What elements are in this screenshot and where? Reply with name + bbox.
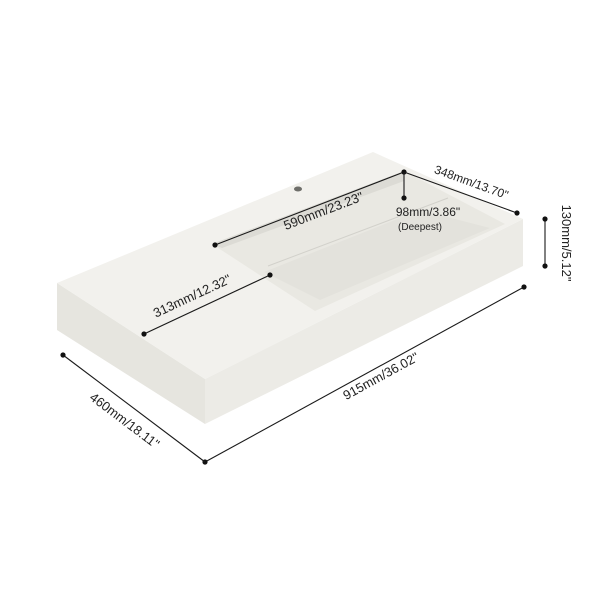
- length-dimension-line: [204, 286, 525, 463]
- height-label: 130mm/5.12": [559, 205, 574, 282]
- sink-front-face: [205, 219, 523, 424]
- height-endpoint-bottom: [542, 263, 548, 269]
- faucet-hole-icon: [294, 186, 302, 192]
- basin-length-endpoint-left: [212, 242, 218, 248]
- overall-length-label: 915mm/36.02": [340, 349, 421, 403]
- basin-width-endpoint-right: [514, 210, 520, 216]
- length-endpoint-right: [521, 284, 527, 290]
- dimension-lines: [60, 169, 548, 465]
- shelf-endpoint-right: [267, 272, 273, 278]
- width-endpoint-left: [60, 352, 66, 358]
- depth-endpoint-bottom: [401, 195, 407, 201]
- depth-note-label: (Deepest): [398, 222, 442, 233]
- basin-length-dimension-line: [214, 171, 405, 246]
- shelf-endpoint-left: [141, 331, 147, 337]
- sink-left-face: [57, 283, 205, 424]
- basin-width-dimension-line: [403, 171, 518, 214]
- shelf-dimension-line: [143, 274, 271, 335]
- depth-value-label: 98mm/3.86": [396, 205, 460, 219]
- sink-illustration: [57, 152, 523, 424]
- basin-floor-shade: [264, 210, 490, 300]
- width-dimension-line: [62, 354, 206, 463]
- overall-width-label: 460mm/18.11": [87, 389, 163, 451]
- height-endpoint-top: [542, 216, 548, 222]
- basin-slope-edge: [267, 197, 449, 267]
